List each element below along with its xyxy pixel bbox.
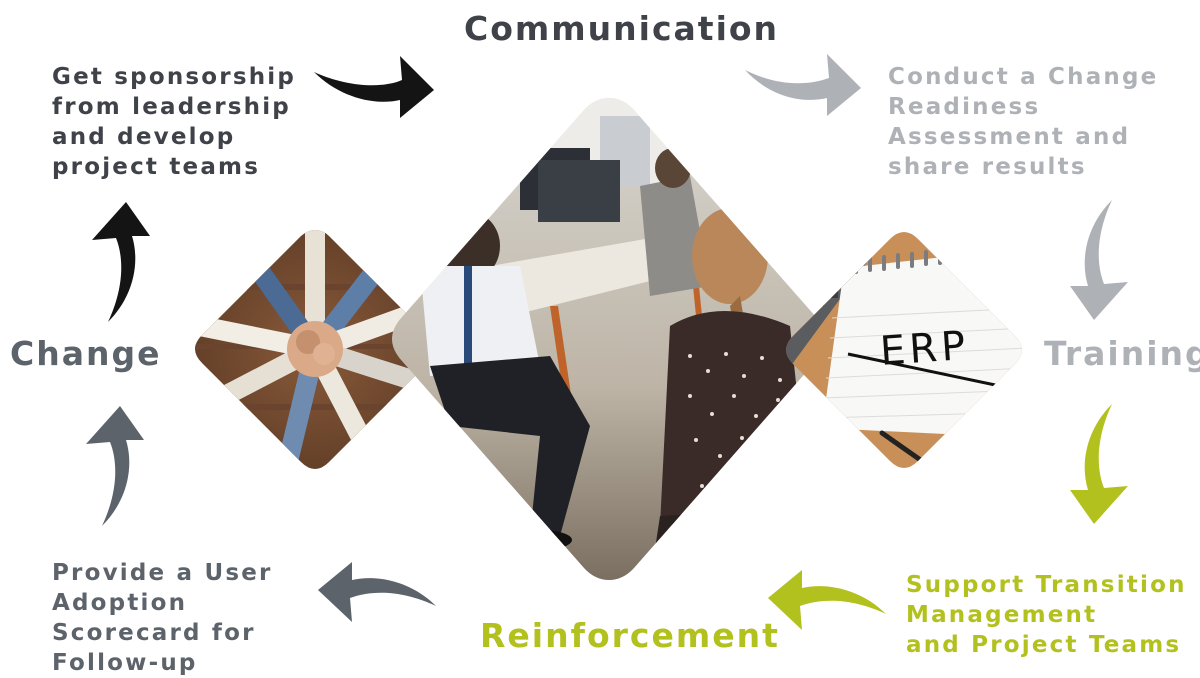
curved-arrow-up-icon xyxy=(92,202,150,322)
curved-arrow-left-icon xyxy=(318,562,436,622)
stage-change: Change xyxy=(10,334,162,373)
step-readiness: Conduct a Change Readiness Assessment an… xyxy=(888,64,1159,180)
curved-arrow-down-icon xyxy=(1070,200,1128,320)
curved-arrow-up-icon xyxy=(86,406,144,526)
stage-communication: Communication xyxy=(464,9,780,48)
stage-reinforcement: Reinforcement xyxy=(480,616,780,655)
office-meeting-photo xyxy=(392,98,826,580)
team-hands-photo xyxy=(195,230,435,469)
step-sponsorship: Get sponsorship from leadership and deve… xyxy=(52,64,297,180)
curved-arrow-left-icon xyxy=(768,570,886,630)
erp-notepad-photo: ERP xyxy=(786,232,1022,468)
curved-arrow-down-icon xyxy=(1070,404,1128,524)
step-scorecard: Provide a User Adoption Scorecard for Fo… xyxy=(52,560,273,676)
erp-notepad-text: ERP xyxy=(879,323,971,375)
step-support: Support Transition Management and Projec… xyxy=(906,572,1187,658)
stage-training: Training xyxy=(1044,334,1200,373)
curved-arrow-right-icon xyxy=(745,54,861,116)
curved-arrow-right-icon xyxy=(314,56,434,118)
